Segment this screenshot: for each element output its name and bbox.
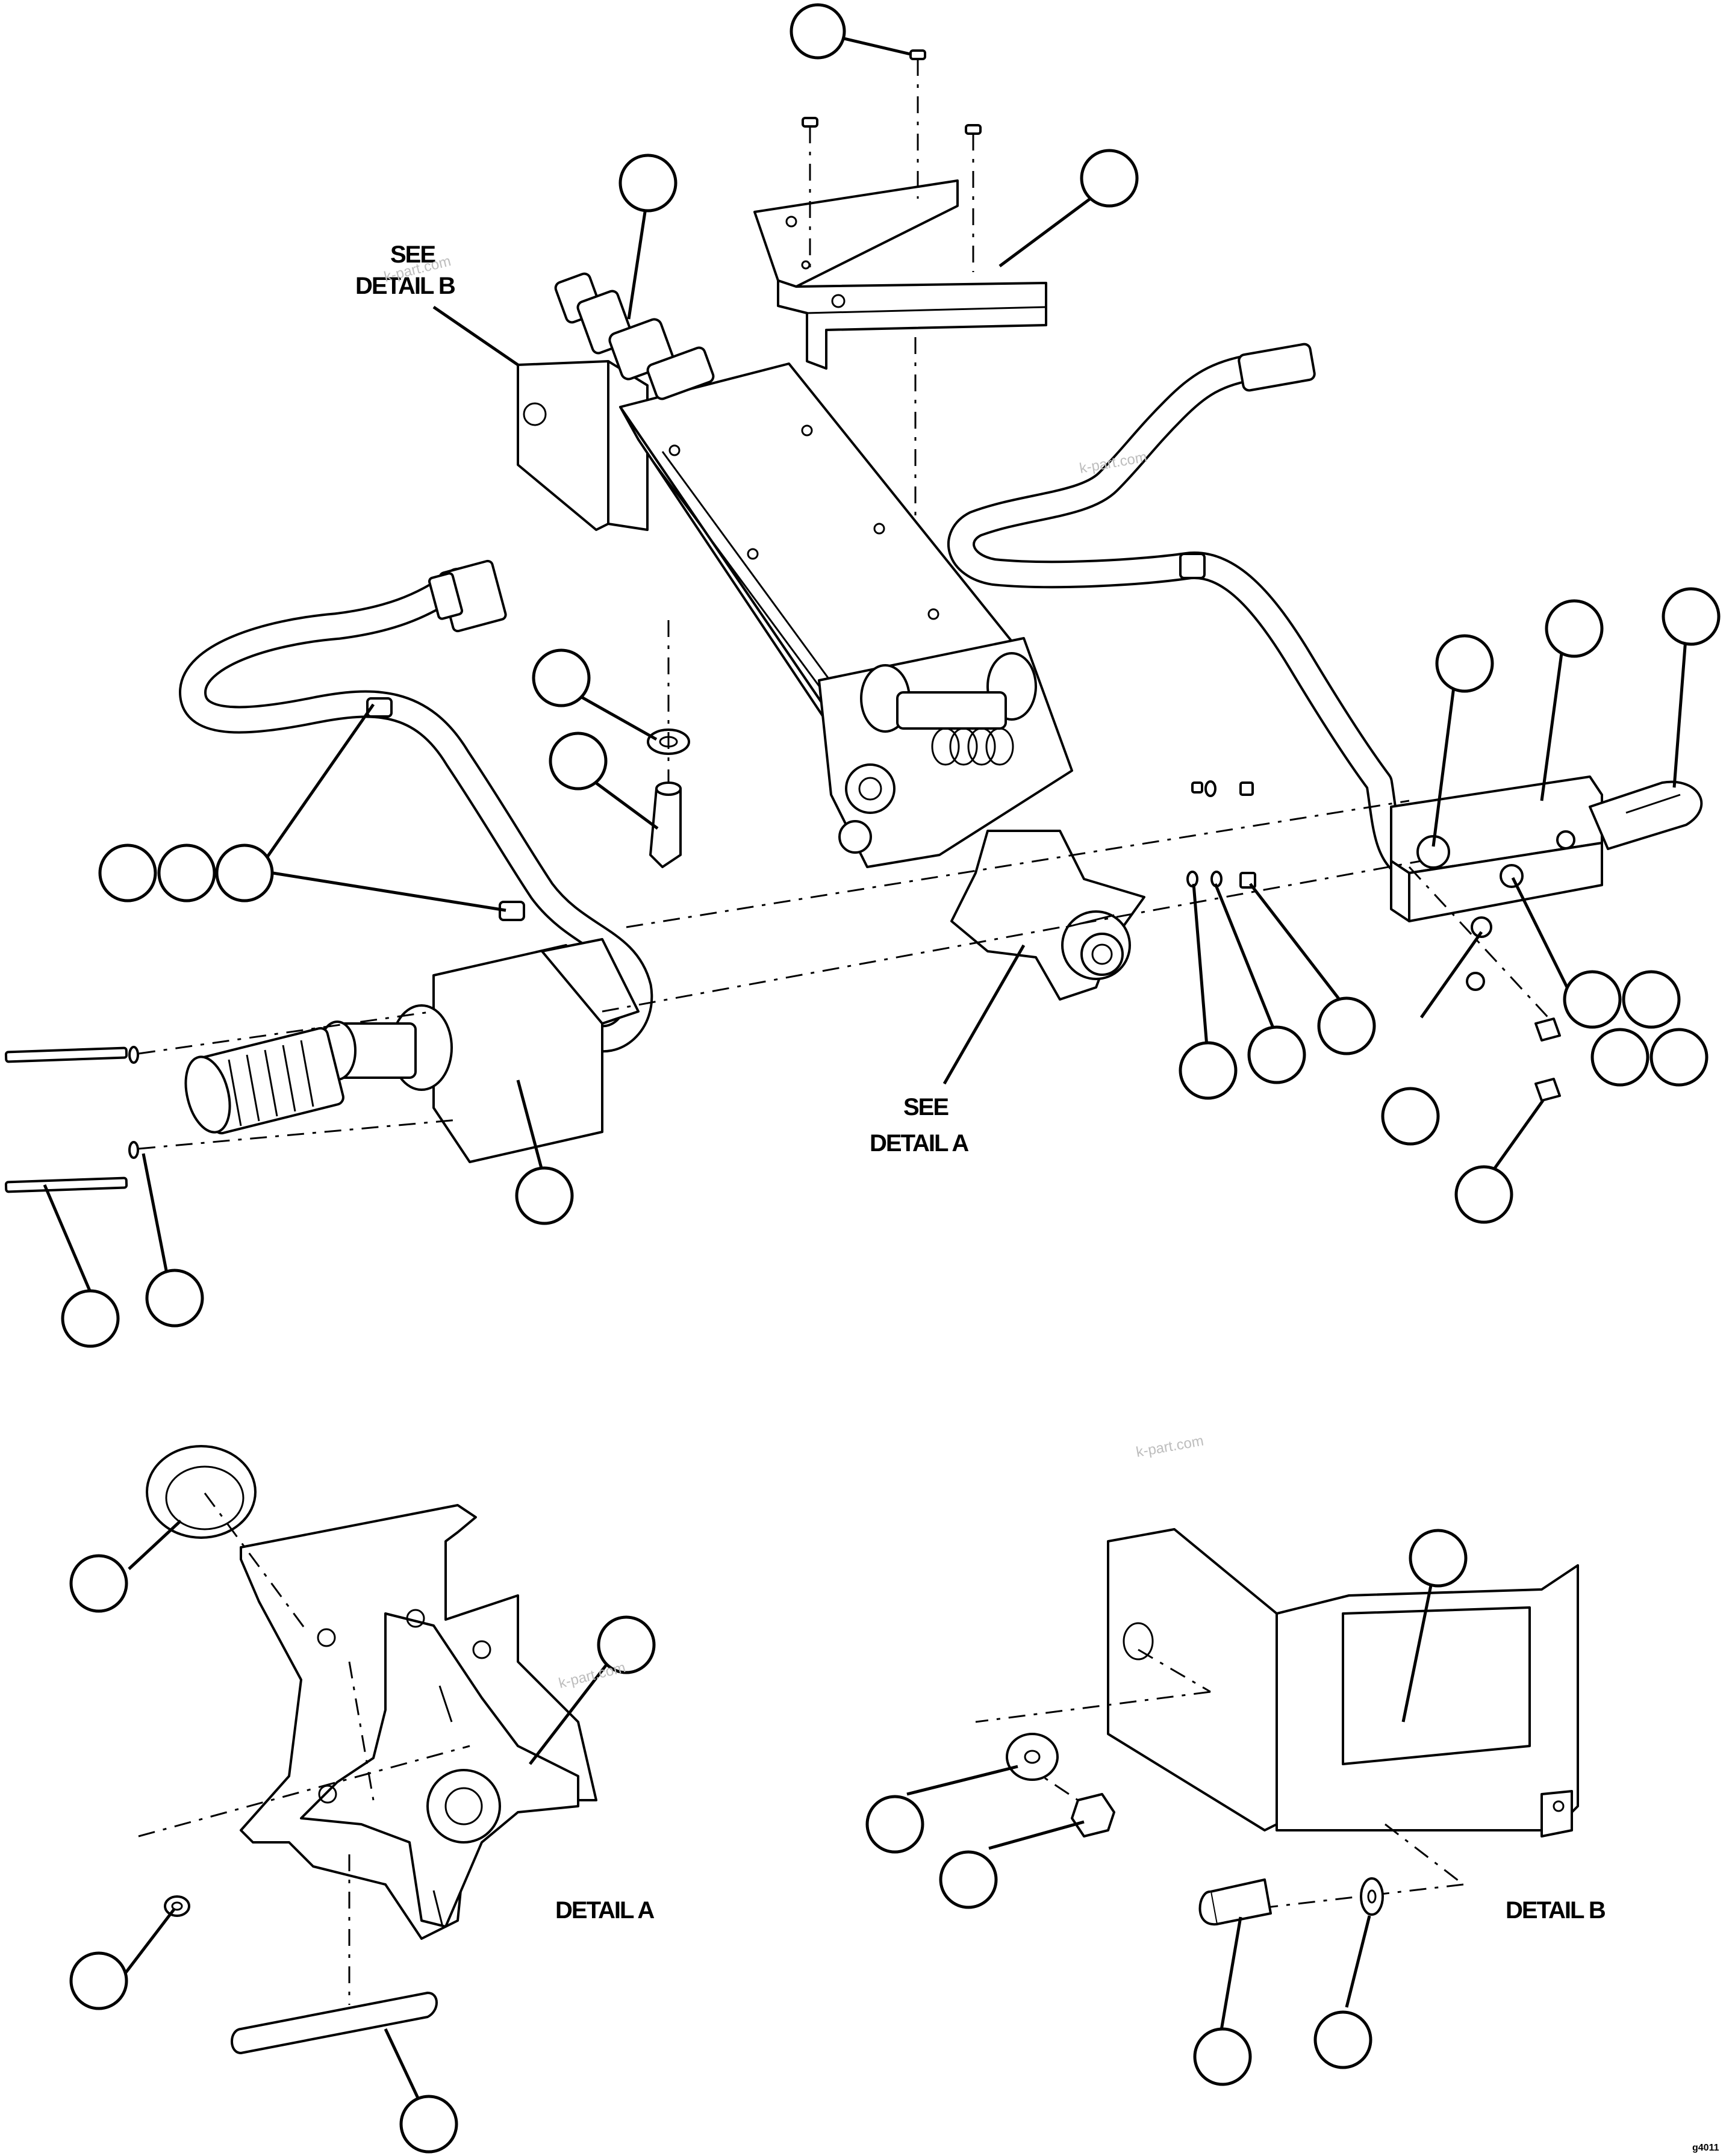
shift-lever-assembly [1390, 775, 1703, 922]
top-cover-plate [753, 179, 1047, 370]
column-side-hardware [1186, 780, 1561, 1102]
callout-bubble[interactable] [1435, 634, 1494, 693]
callout-bubble[interactable] [157, 843, 216, 902]
detail-b-bracket [517, 360, 649, 531]
watermark-3: k-part.com [1135, 1433, 1204, 1461]
callout-bubble[interactable] [1545, 599, 1604, 658]
detail-a-label: DETAIL A [555, 1897, 654, 1924]
motor-fins [228, 1040, 314, 1126]
lower-mount-plate [950, 830, 1145, 1001]
center-washer-bolt [647, 620, 690, 868]
callout-bubble[interactable] [1317, 996, 1376, 1055]
detail-b-washer-1 [1006, 1733, 1059, 1781]
callout-bubble[interactable] [515, 1166, 574, 1225]
detail-b-washer-2 [1360, 1877, 1384, 1916]
callout-bubbles [61, 3, 1721, 2154]
detail-a-view: DETAIL A [138, 1445, 655, 2054]
callout-bubble[interactable] [1080, 149, 1139, 208]
callout-bubble[interactable] [399, 2095, 458, 2154]
callout-bubble[interactable] [1622, 970, 1681, 1029]
callout-bubble[interactable] [549, 732, 608, 791]
callout-bubble[interactable] [865, 1795, 924, 1854]
callout-bubble[interactable] [61, 1289, 120, 1348]
callout-bubble[interactable] [1313, 2010, 1372, 2069]
universal-joint [554, 272, 715, 400]
callout-bubble[interactable] [98, 843, 157, 902]
callout-bubble[interactable] [939, 1850, 998, 1909]
left-cable-harness [179, 559, 653, 1053]
detail-b-label: DETAIL B [1506, 1897, 1606, 1924]
see-detail-b-line2: DETAIL B [355, 273, 455, 299]
callout-bubble[interactable] [1409, 1529, 1468, 1588]
callout-bubble[interactable] [1662, 587, 1721, 646]
callout-bubble[interactable] [1193, 2027, 1252, 2086]
callout-bubble[interactable] [1247, 1025, 1306, 1084]
callout-bubble[interactable] [145, 1269, 204, 1328]
see-detail-a-line2: DETAIL A [870, 1130, 968, 1157]
callout-bubble[interactable] [532, 648, 591, 707]
detail-b-bolt-1 [1071, 1793, 1115, 1838]
detail-a-screw [164, 1895, 190, 1917]
detail-a-seal [146, 1445, 257, 1539]
see-detail-a-line1: SEE [903, 1094, 949, 1120]
callout-bubble[interactable] [1590, 1028, 1649, 1087]
see-detail-a-label: SEE DETAIL A [870, 1094, 970, 1157]
assembly-axis-lines [602, 800, 1555, 1025]
tilt-springs [931, 727, 1014, 766]
tilt-motor-actuator [184, 938, 640, 1163]
callout-bubble[interactable] [69, 1554, 128, 1613]
tilt-mechanism [818, 637, 1073, 868]
detail-b-view: DETAIL B [975, 1528, 1607, 1926]
callout-bubble[interactable] [597, 1615, 656, 1674]
callout-bubble[interactable] [1179, 1041, 1238, 1100]
callout-bubble[interactable] [1381, 1087, 1440, 1146]
detail-a-pin [231, 1992, 438, 2054]
callout-bubble[interactable] [1563, 970, 1622, 1029]
callout-bubble[interactable] [1454, 1165, 1513, 1224]
callout-bubble[interactable] [618, 154, 678, 213]
figure-code: g4011 [1692, 2143, 1719, 2153]
top-cover-screws [802, 49, 982, 572]
callout-bubble[interactable] [215, 843, 274, 902]
callout-bubble[interactable] [1649, 1028, 1709, 1087]
see-detail-b-line1: SEE [390, 241, 435, 268]
watermark-4: k-part.com [557, 1659, 628, 1692]
long-bolts [4, 1010, 458, 1193]
callout-bubble[interactable] [69, 1951, 128, 2010]
callout-bubble[interactable] [790, 3, 846, 60]
right-cable-harness [947, 343, 1423, 881]
see-detail-b-label: SEE DETAIL B [355, 241, 456, 299]
